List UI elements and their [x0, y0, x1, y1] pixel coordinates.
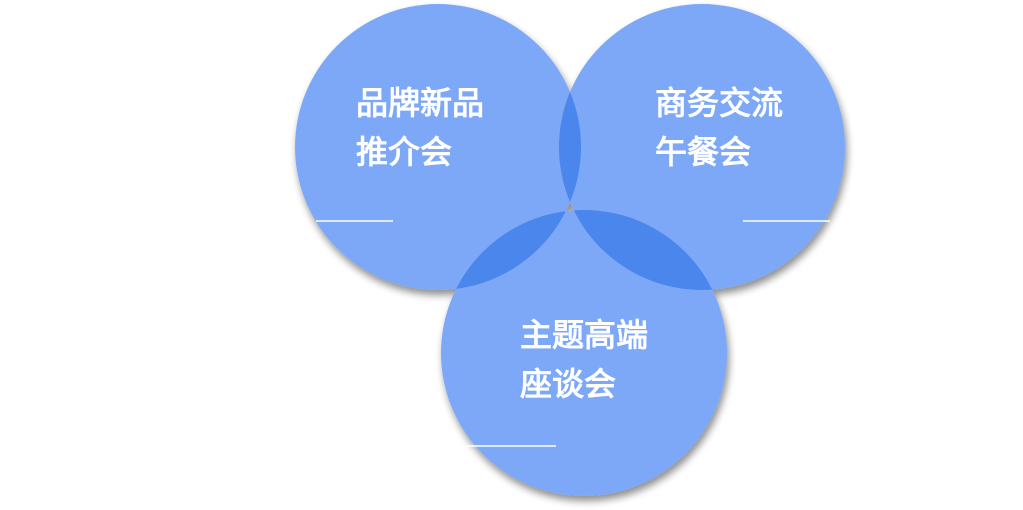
underline-accents: [316, 220, 830, 447]
venn-circles: [295, 4, 845, 496]
overlap-business-theme: [559, 210, 727, 290]
circle-brand-launch: [295, 4, 581, 290]
label-line: 品牌新品: [356, 84, 484, 122]
label-line: 商务交流: [655, 84, 783, 122]
label-line: 座谈会: [520, 365, 616, 403]
label-brand-launch: 品牌新品 推介会: [356, 84, 484, 171]
label-line: 午餐会: [655, 133, 751, 171]
label-business-lunch: 商务交流 午餐会: [655, 84, 783, 171]
label-line: 推介会: [356, 133, 452, 171]
label-theme-forum: 主题高端 座谈会: [520, 316, 648, 403]
label-line: 主题高端: [520, 316, 648, 354]
